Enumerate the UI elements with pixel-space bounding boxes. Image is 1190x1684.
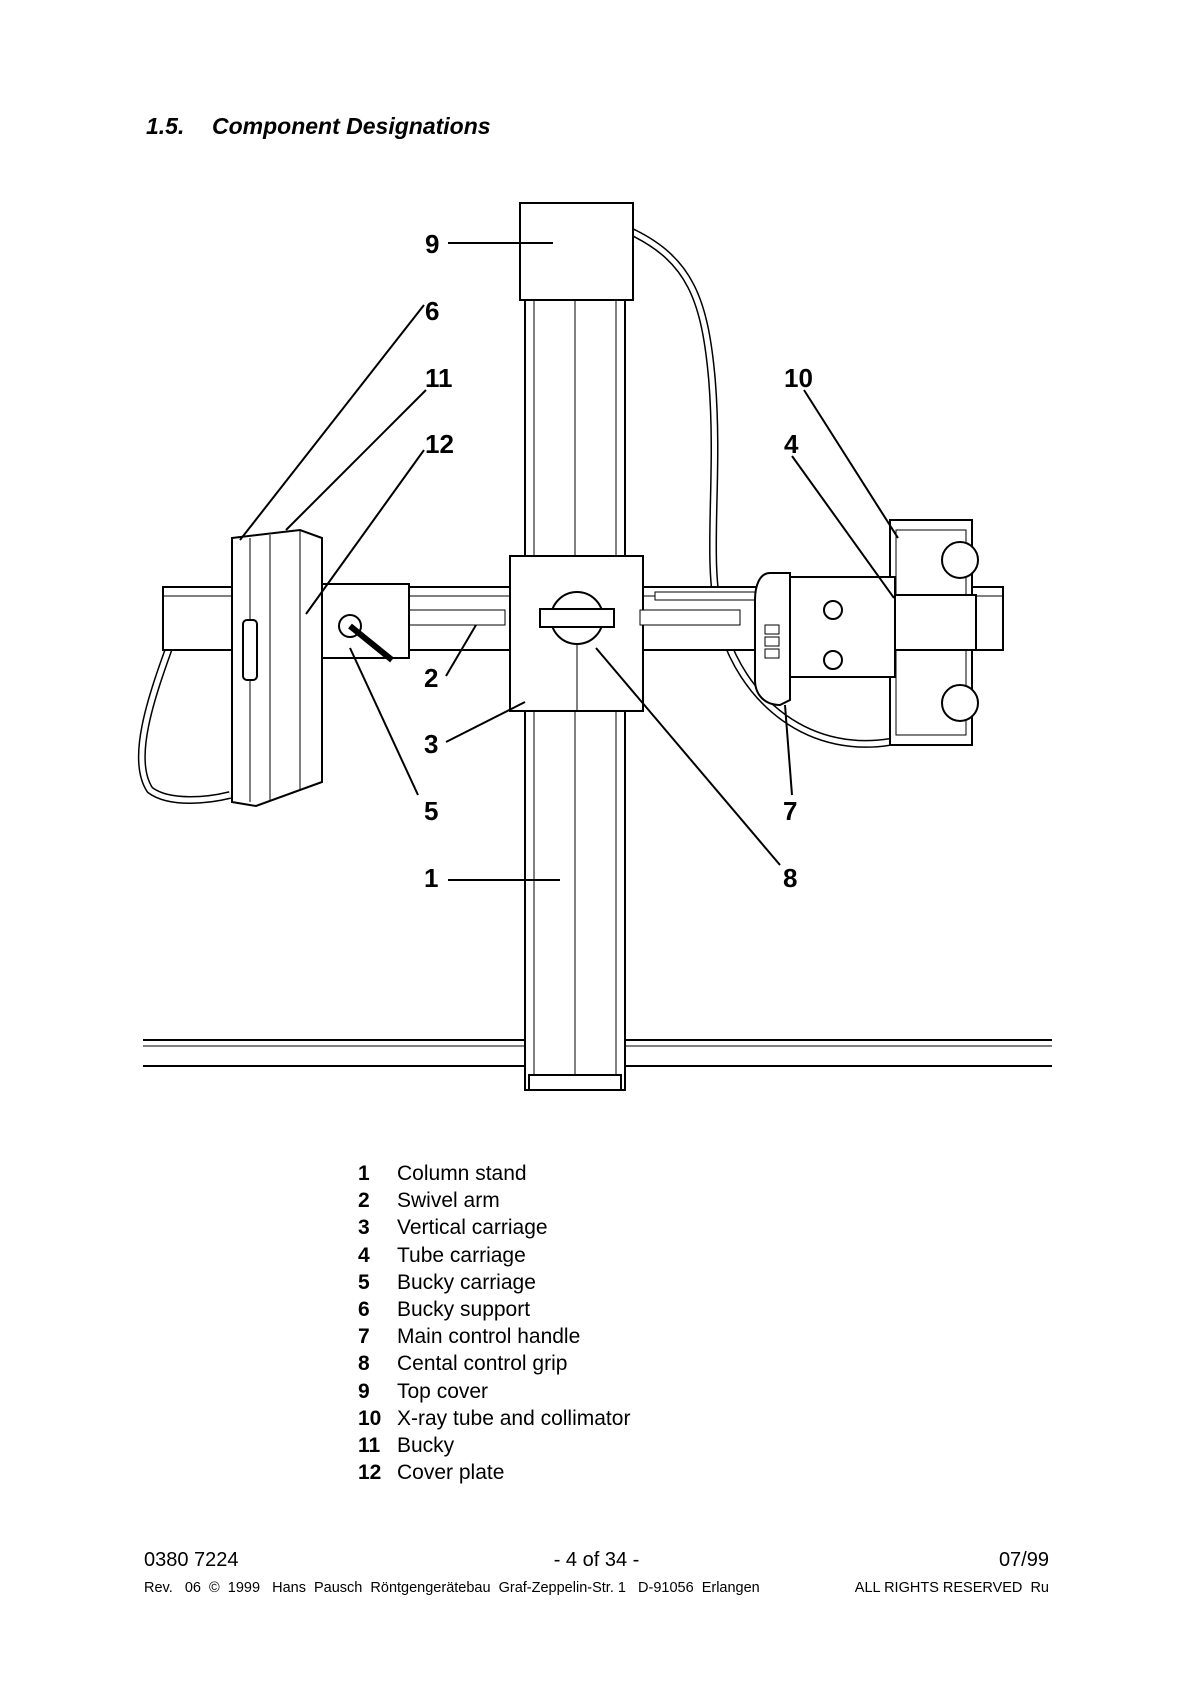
cable bbox=[630, 229, 901, 747]
tube-knob bbox=[941, 684, 979, 722]
callout-6: 6 bbox=[425, 296, 439, 326]
leader-line bbox=[349, 647, 419, 796]
leader-line bbox=[595, 647, 781, 866]
callout-7: 7 bbox=[783, 796, 797, 826]
leader-line bbox=[784, 704, 793, 796]
handle-button bbox=[764, 636, 780, 647]
callout-9: 9 bbox=[425, 229, 439, 259]
top-cover bbox=[519, 202, 634, 301]
section-heading: 1.5. Component Designations bbox=[146, 113, 491, 140]
doc-date: 07/99 bbox=[998, 1549, 1049, 1571]
collimator-knob bbox=[823, 650, 843, 670]
scale-strip bbox=[654, 591, 761, 601]
central-control-grip bbox=[539, 608, 615, 628]
callout-10: 10 bbox=[784, 363, 813, 393]
leader-line bbox=[445, 701, 526, 743]
leader-line bbox=[285, 389, 427, 531]
callout-12: 12 bbox=[425, 429, 454, 459]
cable bbox=[137, 638, 231, 804]
doc-number: 0380 7224 bbox=[144, 1549, 239, 1571]
callout-2: 2 bbox=[424, 663, 438, 693]
component-diagram: 9 6 11 12 10 4 2 3 5 7 1 8 bbox=[137, 202, 1052, 1091]
page-number: - 4 of 34 - bbox=[553, 1549, 640, 1571]
section-title: Component Designations bbox=[212, 113, 491, 139]
arm-slot bbox=[404, 609, 506, 626]
callout-11: 11 bbox=[425, 363, 453, 393]
lever bbox=[348, 623, 394, 663]
callout-4: 4 bbox=[784, 429, 799, 459]
revision-text: Rev. 06 © 1999 Hans Pausch Röntgengeräte… bbox=[144, 1580, 760, 1596]
collimator-knob bbox=[823, 600, 843, 620]
arm-slot bbox=[639, 609, 741, 626]
leader-line bbox=[305, 449, 425, 615]
bucky-handle bbox=[242, 619, 258, 681]
page-footer: 0380 7224 - 4 of 34 - 07/99 bbox=[144, 1549, 1049, 1575]
leader-line bbox=[791, 455, 895, 599]
leader-line bbox=[445, 624, 477, 677]
cable bbox=[139, 639, 231, 803]
column-foot bbox=[528, 1074, 622, 1091]
section-number: 1.5. bbox=[146, 113, 185, 139]
callout-5: 5 bbox=[424, 796, 438, 826]
callout-3: 3 bbox=[424, 729, 438, 759]
tube-knob bbox=[941, 541, 979, 579]
callout-8: 8 bbox=[783, 863, 797, 893]
leader-line bbox=[803, 389, 899, 539]
bucky-carriage bbox=[321, 583, 410, 659]
revision-line: Rev. 06 © 1999 Hans Pausch Röntgengeräte… bbox=[144, 1580, 1049, 1596]
rights-text: ALL RIGHTS RESERVED Ru bbox=[854, 1580, 1049, 1596]
handle-button bbox=[764, 648, 780, 659]
handle-button bbox=[764, 624, 780, 635]
callout-1: 1 bbox=[424, 863, 438, 893]
leader-line bbox=[239, 304, 425, 541]
tube-carriage bbox=[885, 594, 977, 651]
